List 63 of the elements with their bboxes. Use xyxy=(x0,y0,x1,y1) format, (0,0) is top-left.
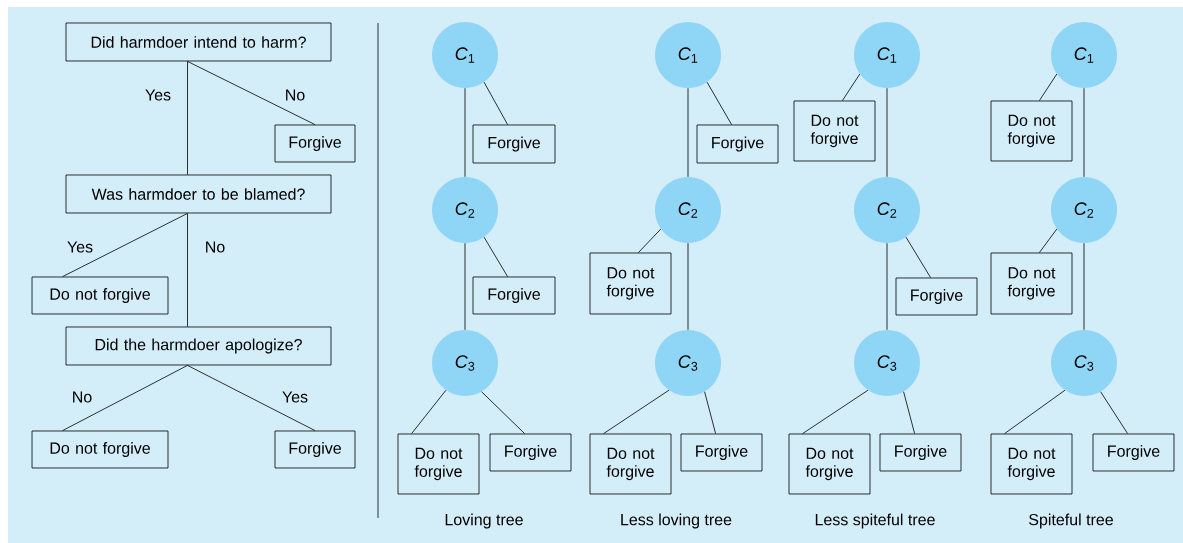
outcome-box: Do not forgive xyxy=(990,252,1073,315)
outcome-box: Forgive xyxy=(472,124,556,164)
outcome-box: Do not forgive xyxy=(31,430,169,469)
outcome-box: Do not forgive xyxy=(397,433,480,495)
connector-line xyxy=(1083,87,1085,178)
outcome-box: Do not forgive xyxy=(788,433,871,495)
outcome-box: Do not forgive xyxy=(31,276,169,315)
outcome-box: Forgive xyxy=(680,433,763,472)
outcome-box: Forgive xyxy=(1092,433,1175,472)
connector-line xyxy=(1004,389,1066,434)
question-box: Was harmdoer to be blamed? xyxy=(65,174,332,214)
connector-line xyxy=(842,73,861,101)
connector-line xyxy=(187,61,188,175)
outcome-box: Forgive xyxy=(274,430,356,469)
outcome-box: Forgive xyxy=(879,433,962,472)
question-box: Did the harmdoer apologize? xyxy=(65,326,332,366)
outcome-box: Forgive xyxy=(274,124,356,163)
connector-line xyxy=(483,236,508,277)
connector-line xyxy=(903,391,915,434)
outcome-box: Do not forgive xyxy=(589,252,672,315)
edge-label: Yes xyxy=(65,240,95,254)
connector-line xyxy=(481,391,525,434)
connector-line xyxy=(886,242,888,331)
edge-label: No xyxy=(203,240,227,254)
connector-line xyxy=(638,228,662,253)
connector-line xyxy=(704,391,716,434)
connector-line xyxy=(706,81,732,125)
connector-line xyxy=(411,389,447,434)
outcome-box: Forgive xyxy=(472,276,556,315)
connector-line xyxy=(187,61,316,125)
edge-label: No xyxy=(283,88,307,102)
connector-line xyxy=(1100,391,1128,434)
outcome-box: Forgive xyxy=(895,277,978,316)
edge-label: No xyxy=(70,390,94,404)
outcome-box: Do not forgive xyxy=(990,433,1073,495)
edge-label: Yes xyxy=(280,390,310,404)
outcome-box: Forgive xyxy=(489,433,572,472)
tree-caption: Spiteful tree xyxy=(1029,513,1113,529)
connector-line xyxy=(464,87,466,178)
edge-label: Yes xyxy=(143,88,173,102)
connector-line xyxy=(483,81,508,125)
outcome-box: Forgive xyxy=(696,124,779,164)
connector-line xyxy=(905,236,931,278)
connector-line xyxy=(687,242,689,331)
tree-caption: Less spiteful tree xyxy=(815,513,935,529)
connector-line xyxy=(1039,73,1058,101)
connector-line xyxy=(464,242,466,331)
connector-line xyxy=(603,389,670,434)
tree-caption: Loving tree xyxy=(445,513,523,529)
connector-line xyxy=(187,213,188,327)
outcome-box: Do not forgive xyxy=(793,100,876,162)
outcome-box: Do not forgive xyxy=(990,100,1073,162)
question-box: Did harmdoer intend to harm? xyxy=(65,22,332,62)
connector-line xyxy=(687,87,689,178)
connector-line xyxy=(886,87,888,178)
tree-caption: Less loving tree xyxy=(621,513,732,529)
connector-line xyxy=(62,365,188,431)
connector-line xyxy=(802,389,869,434)
connector-line xyxy=(1083,242,1085,331)
outcome-box: Do not forgive xyxy=(589,433,672,495)
connector-line xyxy=(1039,228,1058,253)
connector-line xyxy=(62,213,188,277)
connector-line xyxy=(187,365,316,431)
